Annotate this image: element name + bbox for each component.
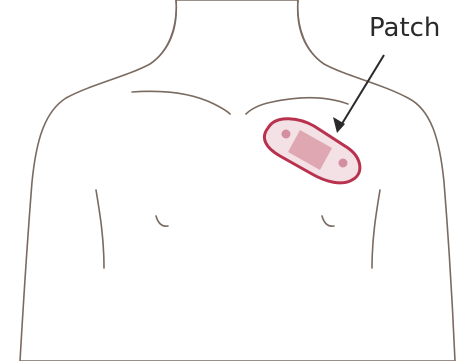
left-neck-line: [150, 0, 176, 64]
right-nipple: [322, 216, 334, 226]
left-clavicle: [132, 91, 230, 114]
callout-label: Patch: [369, 13, 440, 43]
arrow-head: [333, 117, 345, 133]
right-clavicle: [246, 98, 348, 114]
left-armpit-line: [96, 190, 104, 268]
patch: [264, 119, 359, 183]
torso-body: [20, 0, 455, 361]
patch-dot-left: [282, 130, 291, 139]
patch-dot-right: [339, 159, 348, 168]
callout-arrow: [333, 55, 384, 133]
left-nipple: [156, 216, 168, 226]
right-armpit-line: [372, 190, 380, 268]
arrow-shaft: [340, 55, 384, 127]
right-neck-line: [298, 0, 324, 64]
